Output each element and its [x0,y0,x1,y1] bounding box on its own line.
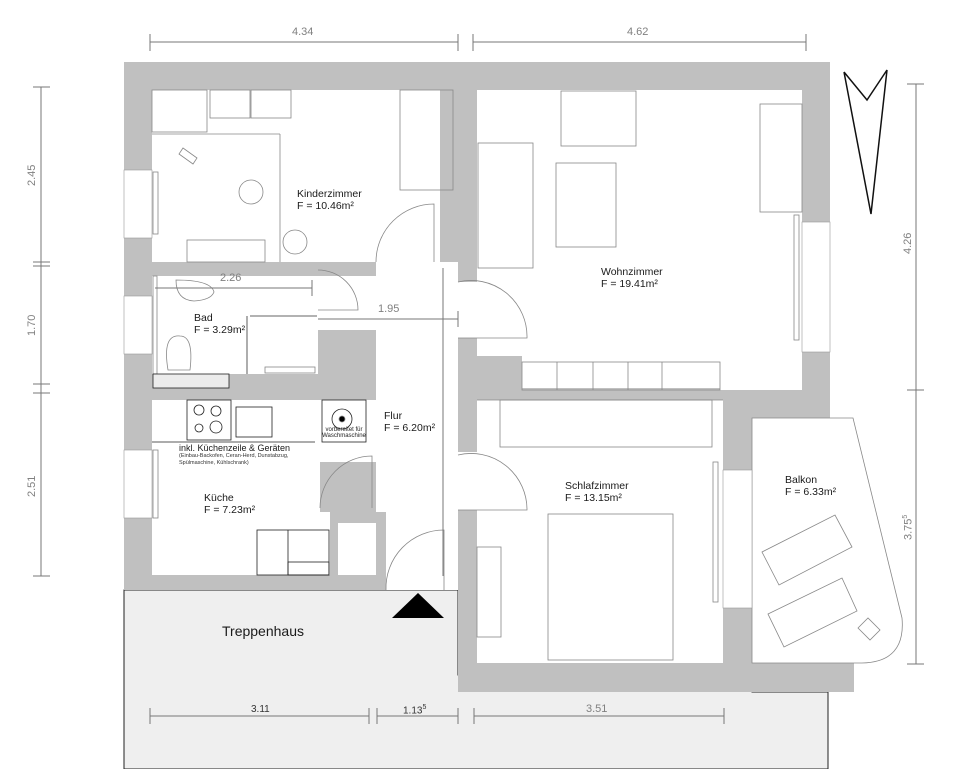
room-wohnzimmer: Wohnzimmer F = 19.41m² [601,266,663,290]
room-kueche-name: Küche [204,492,234,504]
dim-left-3: 2.51 [26,475,38,497]
room-schlafzimmer-name: Schlafzimmer [565,480,629,492]
door-swings [317,203,528,591]
room-balkon: Balkon F = 6.33m² [785,474,836,498]
room-flur: Flur F = 6.20m² [384,410,435,434]
dimension-lines [33,34,924,724]
room-kinderzimmer: Kinderzimmer F = 10.46m² [297,188,362,212]
flur-upper [318,276,440,330]
dim-left-2: 1.70 [26,314,38,336]
room-schlafzimmer: Schlafzimmer F = 13.15m² [565,480,629,504]
kitchen-note-title: inkl. Küchenzeile & Geräten [179,443,291,453]
kitchen-note-line2: Spülmaschine, Kühlschrank) [179,460,249,466]
storage-floor [338,523,376,575]
dim-bottom-3: 3.51 [586,703,608,715]
dim-bottom-1: 3.11 [251,704,270,715]
window-left-1 [123,169,153,239]
washer-note-line1: vorbereitet für [325,427,363,433]
room-balkon-name: Balkon [785,474,818,486]
kitchen-note: inkl. Küchenzeile & Geräten (Einbau-Back… [179,443,290,467]
kitchen-note-line1: (Einbau-Backofen, Ceran-Herd, Dunstabzug… [179,453,289,459]
room-kueche: Küche F = 7.23m² [204,492,255,516]
room-wohnzimmer-name: Wohnzimmer [601,266,663,278]
flur-hall [376,330,458,400]
kueche-floor [152,400,376,575]
dim-right-2-sup: 5 [902,514,909,519]
dim-top-1: 4.34 [292,26,314,38]
wohnzimmer-floor [477,90,802,390]
bad-floor [152,276,318,374]
washer-note: vorbereitet für Waschmaschine [321,427,367,439]
schlafzimmer-floor [477,400,723,663]
room-bad-area: F = 3.29m² [194,324,246,336]
dim-right-1: 4.26 [902,232,914,254]
room-flur-name: Flur [384,410,403,422]
room-bad-name: Bad [194,312,213,324]
dim-right-2-value: 3.75 [902,518,915,540]
room-kueche-area: F = 7.23m² [204,504,256,516]
dim-left-1: 2.45 [26,164,38,186]
stairwell-label: Treppenhaus [222,623,304,639]
room-wohnzimmer-area: F = 19.41m² [601,278,658,290]
dim-right-2: 3.755 [902,515,915,540]
balkon-floor [751,417,903,664]
room-balkon-area: F = 6.33m² [785,486,837,498]
window-right-2 [722,469,753,609]
room-kinderzimmer-name: Kinderzimmer [297,188,362,200]
room-kinderzimmer-area: F = 10.46m² [297,200,354,212]
dim-interior-flur: 1.95 [378,303,400,315]
kinderzimmer-floor [152,90,440,262]
dim-interior-bad: 2.26 [220,272,242,284]
room-schlafzimmer-area: F = 13.15m² [565,492,622,504]
window-left-3 [123,449,153,519]
entrance-triangle [392,593,444,618]
balcony-bottom-wall [752,662,854,692]
dim-bottom-2-sup: 5 [422,704,427,711]
room-flur-area: F = 6.20m² [384,422,436,434]
window-right-1 [801,221,831,353]
window-left-2 [123,295,153,355]
dim-bottom-2-value: 1.13 [403,705,423,717]
dim-top-2: 4.62 [627,26,649,38]
washer-note-line2: Waschmaschine [322,433,366,439]
furniture [151,89,881,661]
dim-bottom-2: 1.135 [403,704,426,716]
north-arrow [843,69,888,215]
room-bad: Bad F = 3.29m² [194,312,245,336]
